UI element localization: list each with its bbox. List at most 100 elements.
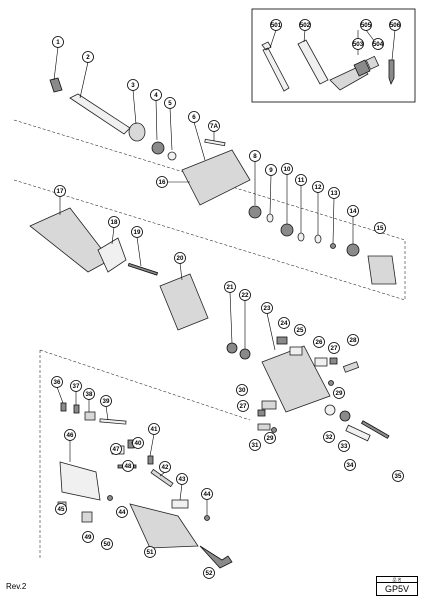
svg-text:35: 35 xyxy=(395,473,402,480)
callout-46: 46 xyxy=(64,429,76,441)
leader-lines xyxy=(53,29,396,515)
bearing-21 xyxy=(226,342,238,354)
armature-17 xyxy=(29,207,111,273)
callout-1: 1 xyxy=(52,36,64,48)
callout-20: 20 xyxy=(174,252,186,264)
callout-7A: 7A xyxy=(208,120,220,132)
callout-30: 30 xyxy=(236,384,248,396)
bearing-10 xyxy=(280,223,294,237)
callout-33: 33 xyxy=(338,440,350,452)
accessory-box xyxy=(251,8,416,103)
callout-42: 42 xyxy=(159,461,171,473)
terminal-41 xyxy=(147,455,154,465)
svg-text:4: 4 xyxy=(154,92,158,99)
carbon-brush-31 xyxy=(257,423,271,431)
revision-label: Rev.2 xyxy=(6,582,27,591)
svg-text:29: 29 xyxy=(267,435,274,442)
svg-text:49: 49 xyxy=(85,534,92,541)
clip-27-upper xyxy=(329,357,338,365)
nut-504 xyxy=(365,55,380,70)
screw-44-left xyxy=(107,495,113,501)
svg-text:27: 27 xyxy=(240,403,247,410)
callout-44-left: 44 xyxy=(116,506,128,518)
callout-27-upper: 27 xyxy=(328,342,340,354)
svg-text:24: 24 xyxy=(281,320,288,327)
switch-49 xyxy=(81,511,93,523)
callout-21: 21 xyxy=(224,281,236,293)
svg-text:17: 17 xyxy=(57,188,64,195)
wrench-501 xyxy=(261,41,290,92)
callout-504: 504 xyxy=(372,38,384,50)
callout-14: 14 xyxy=(347,205,359,217)
svg-text:45: 45 xyxy=(58,506,65,513)
callout-17: 17 xyxy=(54,185,66,197)
cover-15 xyxy=(367,255,397,285)
screw-44-right xyxy=(204,515,210,521)
callout-32: 32 xyxy=(323,431,335,443)
callout-5: 5 xyxy=(164,97,176,109)
upper-group-outline xyxy=(13,119,406,301)
svg-text:2: 2 xyxy=(86,54,90,61)
stator-20 xyxy=(159,273,209,331)
svg-text:52: 52 xyxy=(206,570,213,577)
svg-text:1: 1 xyxy=(56,39,60,46)
front-housing-6 xyxy=(181,149,251,206)
callout-44-right: 44 xyxy=(201,488,213,500)
callout-22: 22 xyxy=(239,289,251,301)
clip-27-lower xyxy=(257,409,266,417)
svg-text:47: 47 xyxy=(113,446,120,453)
callout-506: 506 xyxy=(389,19,401,31)
baffle-18 xyxy=(97,237,127,273)
svg-text:19: 19 xyxy=(134,229,141,236)
callout-502: 502 xyxy=(299,19,311,31)
shaft-1 xyxy=(49,77,63,93)
rod-19 xyxy=(127,262,159,276)
callout-24: 24 xyxy=(278,317,290,329)
callout-25: 25 xyxy=(294,324,306,336)
brush-28 xyxy=(342,361,360,373)
svg-text:23: 23 xyxy=(264,305,271,312)
svg-text:27: 27 xyxy=(331,345,338,352)
callout-51: 51 xyxy=(144,546,156,558)
svg-text:6: 6 xyxy=(192,114,196,121)
svg-text:9: 9 xyxy=(269,167,273,174)
svg-text:505: 505 xyxy=(361,22,372,29)
svg-text:12: 12 xyxy=(315,184,322,191)
svg-text:36: 36 xyxy=(54,379,61,386)
bearing-holder-3 xyxy=(128,122,146,142)
tail-cover-51 xyxy=(129,503,199,549)
callout-29-lower: 29 xyxy=(264,432,276,444)
screw-13 xyxy=(330,243,336,249)
svg-text:33: 33 xyxy=(341,443,348,450)
callout-43: 43 xyxy=(176,473,188,485)
svg-text:31: 31 xyxy=(252,442,259,449)
washer-9 xyxy=(266,213,274,223)
svg-text:501: 501 xyxy=(271,22,282,29)
screw-506 xyxy=(388,59,395,86)
svg-text:51: 51 xyxy=(147,549,154,556)
callout-28: 28 xyxy=(347,334,359,346)
model-name: GP5V xyxy=(384,584,409,594)
callout-505: 505 xyxy=(360,19,372,31)
callout-11: 11 xyxy=(295,174,307,186)
callout-34: 34 xyxy=(344,459,356,471)
svg-text:7A: 7A xyxy=(210,123,218,130)
svg-text:3: 3 xyxy=(131,82,135,89)
callout-27-lower: 27 xyxy=(237,400,249,412)
svg-text:503: 503 xyxy=(353,41,364,48)
ring-32 xyxy=(324,404,336,416)
screw-37 xyxy=(73,404,80,414)
svg-text:32: 32 xyxy=(326,434,333,441)
label-34 xyxy=(345,424,371,442)
callout-48: 48 xyxy=(122,460,134,472)
callout-4: 4 xyxy=(150,89,162,101)
callout-18: 18 xyxy=(108,216,120,228)
model-box: 品 名 GP5V xyxy=(376,576,418,596)
callout-49: 49 xyxy=(82,531,94,543)
svg-text:18: 18 xyxy=(111,219,118,226)
svg-text:21: 21 xyxy=(227,284,234,291)
svg-text:43: 43 xyxy=(179,476,186,483)
power-cord-52 xyxy=(199,545,233,569)
label-26 xyxy=(314,357,328,367)
callout-501: 501 xyxy=(270,19,282,31)
